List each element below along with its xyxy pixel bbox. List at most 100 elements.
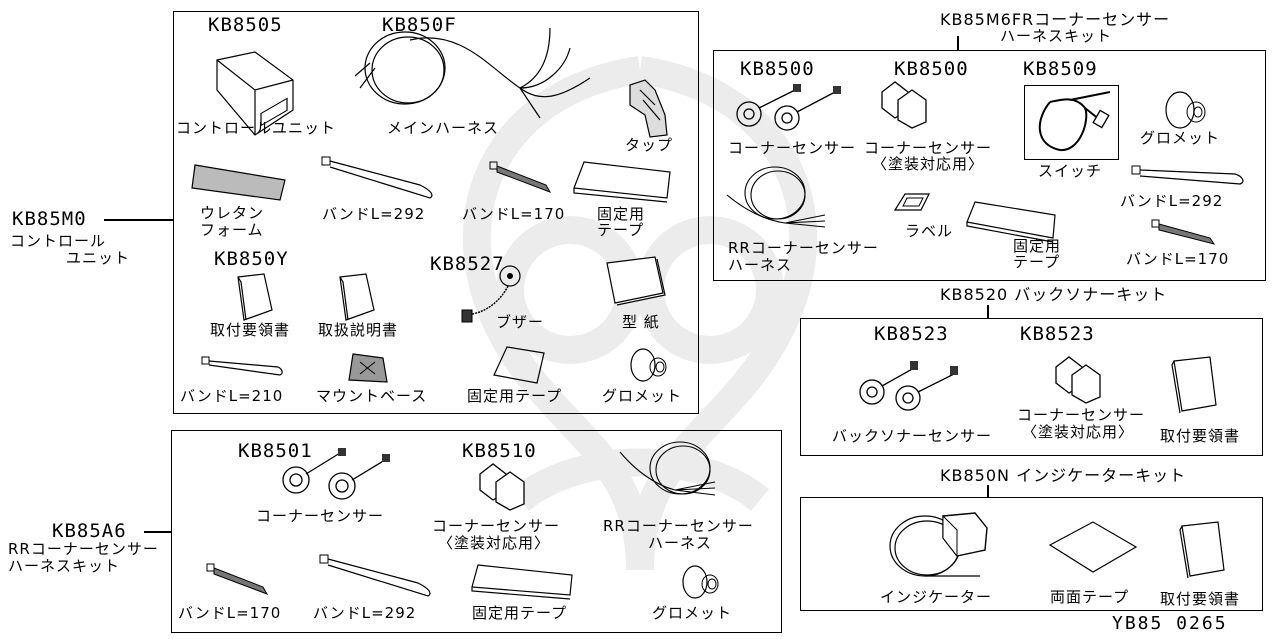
fixing-tape-small-icon: [493, 346, 545, 384]
kit-box-indicator: [800, 497, 1263, 611]
label-template: 型 紙: [622, 313, 660, 331]
part-no-kb8509: KB8509: [1023, 58, 1098, 80]
label-rr-harness-l2: ハーネス: [648, 534, 713, 552]
corner-sensor-pair-icon: [282, 448, 390, 500]
label-fixing-tape-rr: 固定用テープ: [472, 604, 568, 622]
kit-title-back-sonar: KB8520 バックソナーキット: [940, 285, 1168, 304]
label-urethane-foam-l2: フォーム: [200, 221, 264, 239]
label-fr-label: ラベル: [905, 222, 954, 240]
main-harness-icon: [354, 27, 591, 119]
label-fr-fixing-tape-l1: 固定用: [1013, 237, 1062, 255]
corner-sensor-paint-icon: [881, 81, 927, 129]
tap-connector-icon: [629, 79, 668, 138]
cable-tie-170-icon: [489, 161, 552, 193]
grommet-icon: [1165, 91, 1206, 129]
double-sided-tape-icon: [1048, 521, 1138, 573]
label-user-manual: 取扱説明書: [318, 321, 399, 339]
buzzer-icon: [461, 265, 521, 323]
kit-part-no-rr-harness: KB85A6: [52, 520, 127, 542]
kit-box-fr-harness: [713, 50, 1266, 281]
label-fr-corner-sensor-paint-l2: 〈塗装対応用〉: [872, 155, 985, 173]
corner-sensor-pair-icon: [736, 84, 841, 131]
kit-title-fr-harness-l2: ハーネスキット: [1000, 27, 1113, 45]
kit-box-control-unit: [173, 11, 699, 414]
label-fr-corner-sensor: コーナーセンサー: [728, 139, 857, 157]
grommet-icon: [682, 565, 719, 599]
label-band-292: バンドL=292: [322, 205, 426, 223]
label-urethane-foam-l1: ウレタン: [200, 204, 265, 222]
cable-tie-210-icon: [201, 356, 283, 376]
label-fixing-tape-l2: テープ: [597, 221, 645, 239]
label-sonar-paint-l1: コーナーセンサー: [1017, 406, 1146, 424]
label-control-unit: コントロールユニット: [176, 119, 337, 137]
kit-name-rr-harness-l1: RRコーナーセンサー: [8, 540, 159, 558]
indicator-icon: [889, 512, 988, 577]
label-grommet: グロメット: [602, 387, 683, 405]
label-corner-sensor-paint-l1: コーナーセンサー: [432, 517, 561, 535]
leader-line: [144, 531, 172, 533]
label-indicator: インジケーター: [880, 588, 993, 606]
label-grommet-rr: グロメット: [652, 604, 733, 622]
label-install-manual: 取付要領書: [210, 321, 291, 339]
part-no-kb8501: KB8501: [238, 440, 313, 462]
label-main-harness: メインハーネス: [387, 119, 500, 137]
install-manual-icon: [237, 273, 273, 321]
kit-name-rr-harness-l2: ハーネスキット: [8, 557, 121, 575]
label-fr-fixing-tape-l2: テープ: [1013, 253, 1061, 271]
label-band-292-rr: バンドL=292: [313, 604, 417, 622]
corner-sensor-paint-icon: [1055, 356, 1101, 404]
fixing-tape-icon: [471, 564, 573, 600]
label-fr-band-170: バンドL=170: [1126, 250, 1230, 268]
part-no-kb8500-a: KB8500: [740, 58, 815, 80]
leader-line: [957, 36, 959, 51]
figure-code: YB85 0265: [1112, 613, 1228, 634]
fixing-tape-icon: [966, 201, 1056, 243]
kit-name-control-unit-l1: コントロール: [10, 232, 107, 250]
back-sonar-sensor-pair-icon: [859, 361, 958, 411]
leader-line: [987, 305, 989, 318]
corner-sensor-paint-icon: [479, 463, 525, 511]
label-band-170-rr: バンドL=170: [178, 604, 282, 622]
part-no-kb850f: KB850F: [382, 14, 457, 36]
label-corner-sensor: コーナーセンサー: [256, 507, 385, 525]
cable-tie-170-icon: [1151, 219, 1216, 245]
label-band-210: バンドL=210: [180, 387, 284, 405]
label-mount-base: マウントベース: [316, 387, 428, 405]
cable-tie-170-icon: [206, 563, 269, 595]
watermark-emblem: [463, 56, 817, 571]
kit-box-rr-harness: [171, 430, 782, 633]
label-tap: タップ: [625, 136, 674, 154]
label-fr-band-292: バンドL=292: [1120, 192, 1224, 210]
urethane-foam-icon: [191, 164, 286, 201]
switch-frame: [1024, 85, 1119, 160]
part-no-kb8523-a: KB8523: [874, 323, 949, 345]
control-unit-box-icon: [216, 51, 294, 136]
kit-title-fr-harness-l1: KB85M6FRコーナーセンサー: [940, 10, 1171, 29]
switch-icon: [1038, 91, 1111, 152]
label-buzzer: ブザー: [496, 313, 545, 331]
label-fixing-tape-l1: 固定用: [597, 205, 646, 223]
part-no-kb850y: KB850Y: [214, 248, 289, 270]
part-no-kb8510: KB8510: [462, 440, 537, 462]
leader-line: [987, 485, 989, 497]
label-sonar-manual: 取付要領書: [1160, 427, 1241, 445]
label-fr-rr-harness-l1: RRコーナーセンサー: [728, 239, 879, 257]
cable-tie-292-icon: [319, 554, 431, 597]
label-corner-sensor-paint-l2: 〈塗装対応用〉: [438, 534, 551, 552]
label-sticker-icon: [893, 193, 930, 211]
cable-tie-292-icon: [321, 156, 433, 199]
label-fr-rr-harness-l2: ハーネス: [728, 256, 793, 274]
label-fr-grommet: グロメット: [1140, 129, 1221, 147]
rr-sensor-harness-icon: [619, 441, 716, 496]
leader-line: [104, 219, 173, 221]
label-back-sonar-sensor: バックソナーセンサー: [832, 427, 993, 445]
label-band-170: バンドL=170: [462, 205, 566, 223]
part-no-kb8527: KB8527: [430, 253, 505, 275]
part-no-kb8500-b: KB8500: [894, 58, 969, 80]
label-sonar-paint-l2: 〈塗装対応用〉: [1022, 423, 1135, 441]
kit-title-indicator: KB850N インジケーターキット: [940, 466, 1187, 485]
grommet-icon: [630, 348, 667, 382]
label-indicator-manual: 取付要領書: [1160, 590, 1241, 608]
fixing-tape-icon: [573, 161, 671, 203]
mount-base-icon: [348, 353, 388, 383]
